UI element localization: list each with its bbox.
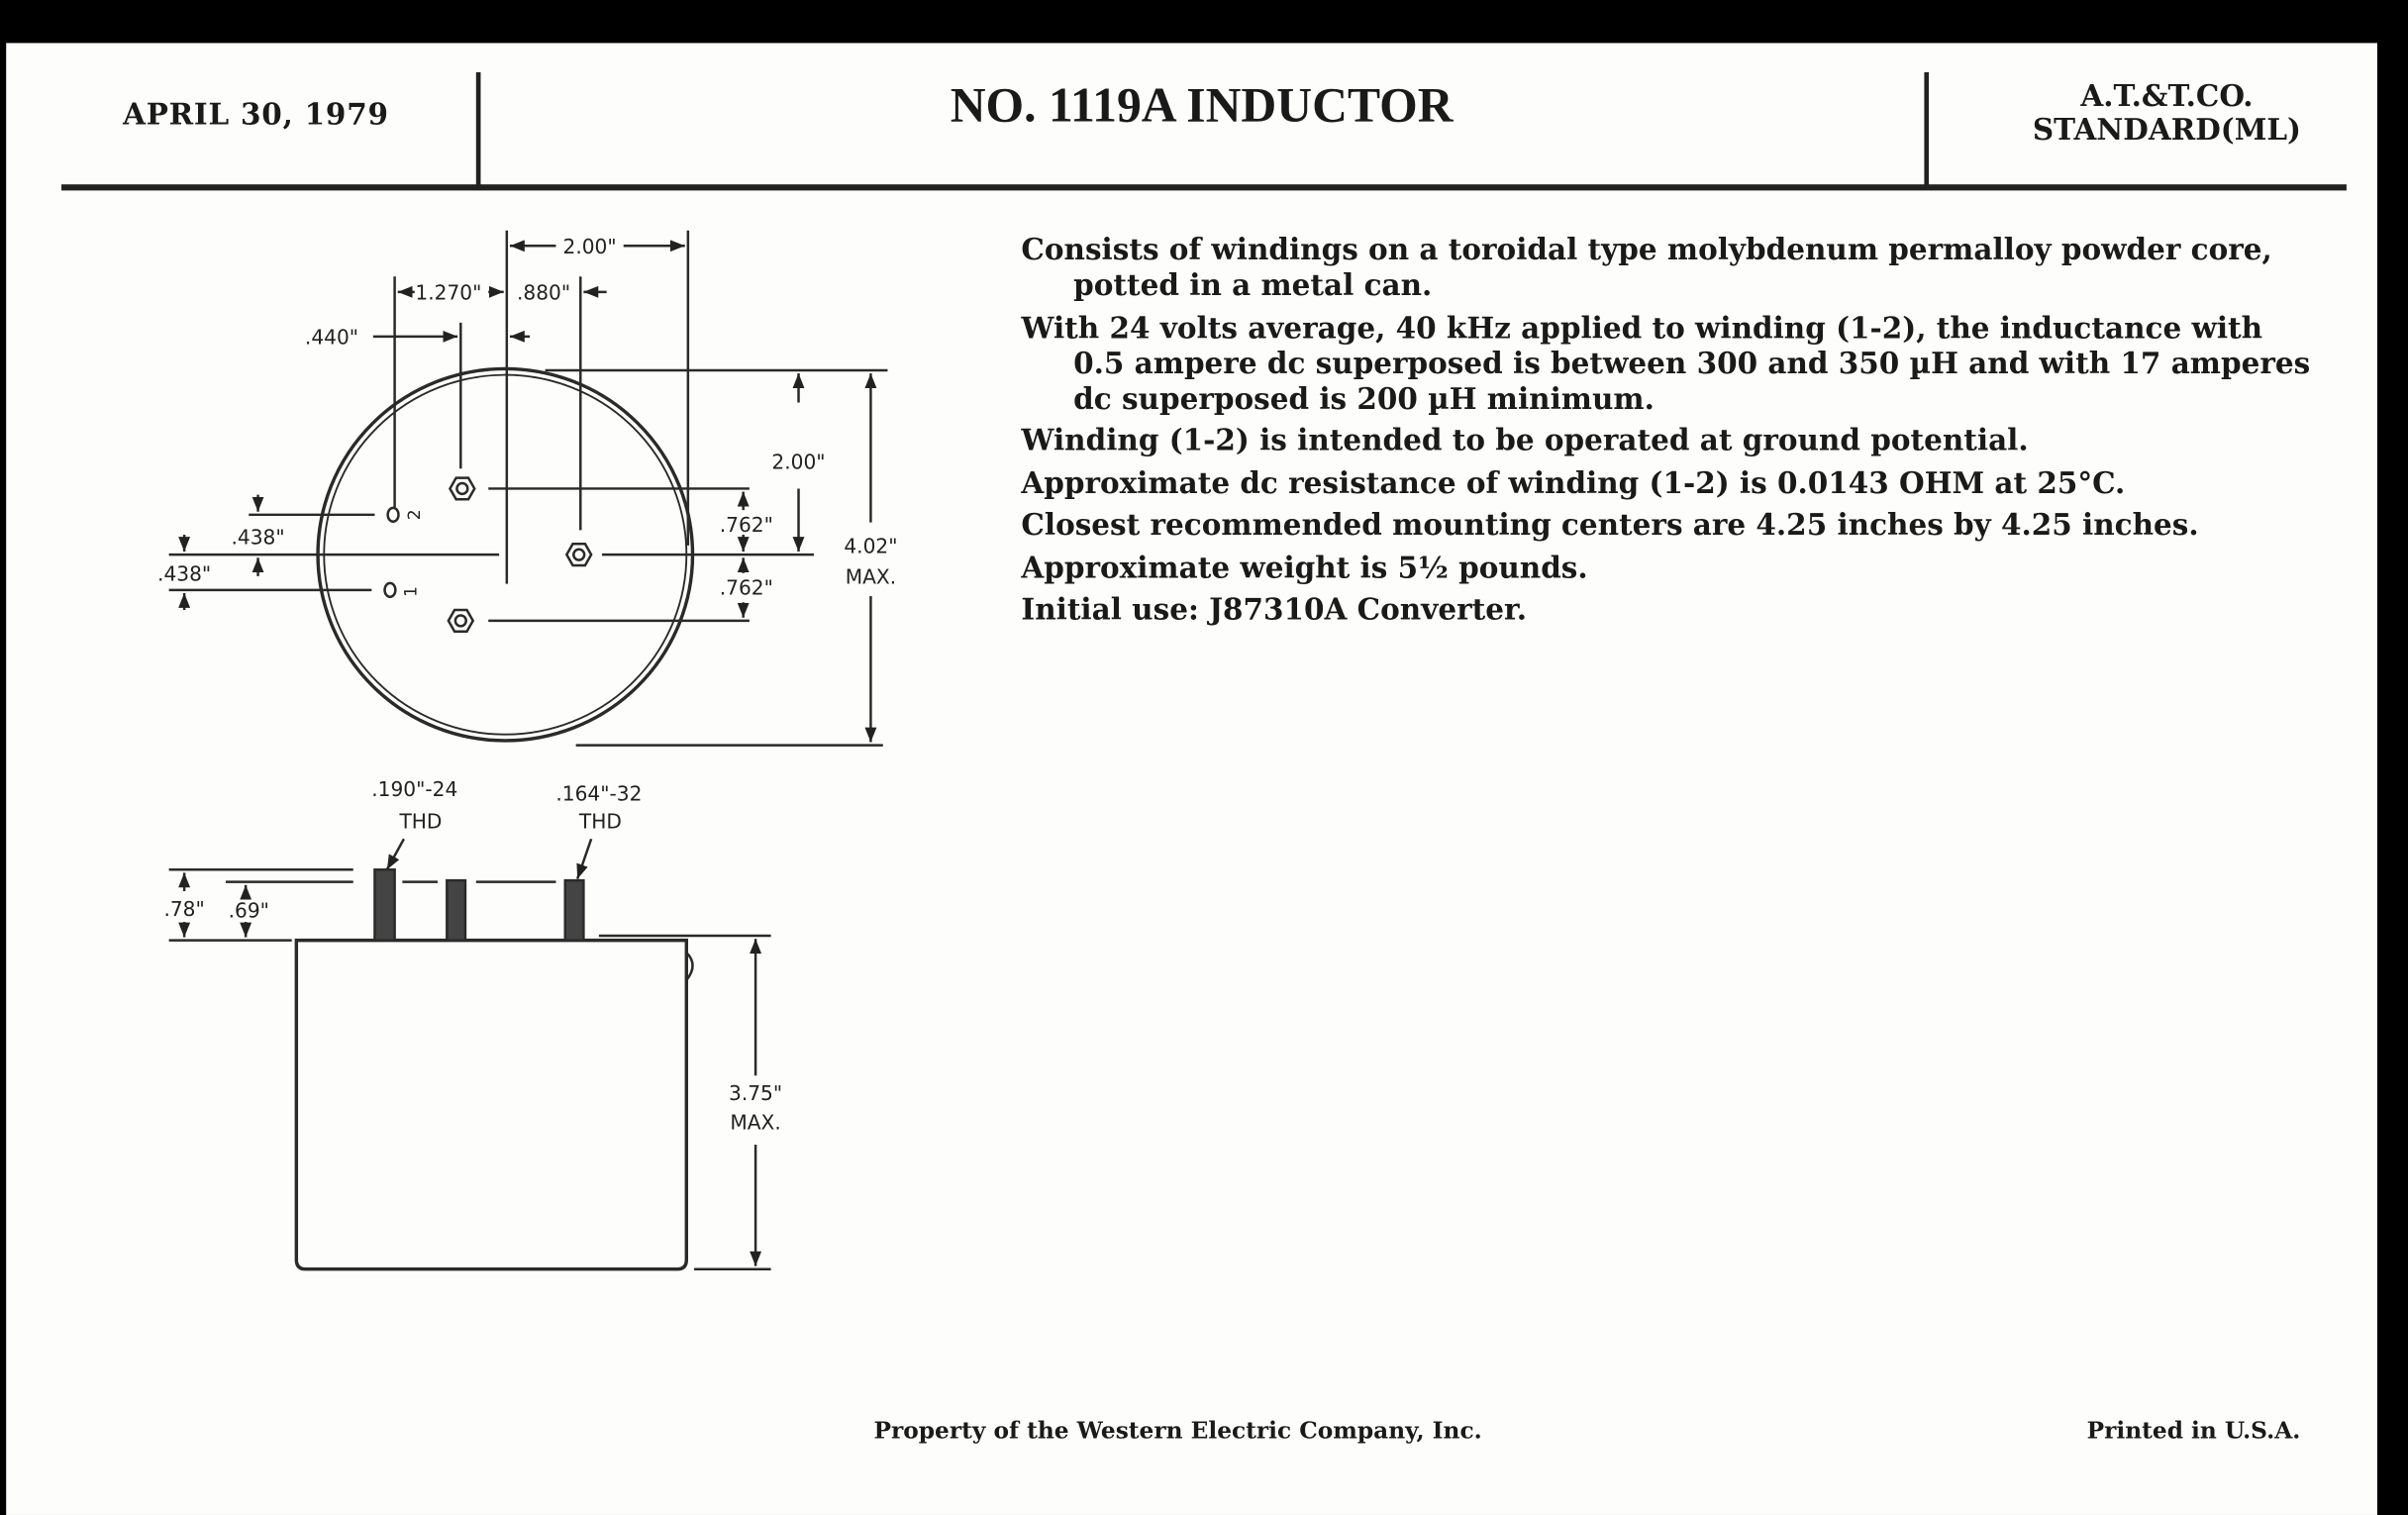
footer-printed: Printed in U.S.A. xyxy=(2086,1416,2301,1445)
spec-paragraph: Approximate dc resistance of winding (1-… xyxy=(1021,466,2310,502)
terminal-hole xyxy=(386,506,400,524)
spec-paragraph: Closest recommended mounting centers are… xyxy=(1021,509,2310,545)
dim-69: .69" xyxy=(229,898,269,922)
threaded-stud xyxy=(373,868,396,942)
hex-stud xyxy=(564,543,593,567)
spec-paragraph: Consists of windings on a toroidal type … xyxy=(1021,234,2310,304)
dim-4-02-max: MAX. xyxy=(846,565,896,589)
spec-line: Initial use: J87310A Converter. xyxy=(1021,592,1528,628)
spec-line: Approximate weight is 5½ pounds. xyxy=(1021,551,1588,585)
spec-line: Approximate dc resistance of winding (1-… xyxy=(1021,465,2126,501)
dim-440: .440" xyxy=(305,326,358,350)
header-divider xyxy=(475,71,481,186)
spec-line: potted in a metal can. xyxy=(1073,268,1433,303)
dim-2-00-top: 2.00" xyxy=(563,235,617,258)
dim-762-lower: .762" xyxy=(720,576,773,600)
spec-line: Winding (1-2) is intended to be operated… xyxy=(1021,424,2029,458)
page-title: NO. 1119A INDUCTOR xyxy=(950,76,1454,133)
dim-78: .78" xyxy=(163,897,204,921)
thread-190-thd: THD xyxy=(398,809,442,833)
dim-3-75-max: MAX. xyxy=(730,1110,780,1134)
footer-property: Property of the Western Electric Company… xyxy=(873,1416,1482,1445)
threaded-stud xyxy=(563,878,585,942)
threaded-stud xyxy=(446,878,467,942)
spec-line: Consists of windings on a toroidal type … xyxy=(1021,233,2272,267)
spec-paragraph: Winding (1-2) is intended to be operated… xyxy=(1021,424,2310,459)
dim-438-lower: .438" xyxy=(157,562,211,586)
hex-stud xyxy=(447,608,475,633)
dim-4-02: 4.02" xyxy=(844,535,897,558)
date: APRIL 30, 1979 xyxy=(123,98,389,133)
spec-line: dc superposed is 200 µH minimum. xyxy=(1073,381,1655,416)
spec-line: Closest recommended mounting centers are… xyxy=(1021,508,2199,543)
dim-762-upper: .762" xyxy=(720,513,773,537)
description: Consists of windings on a toroidal type … xyxy=(1021,234,2310,636)
spec-paragraph: Approximate weight is 5½ pounds. xyxy=(1021,551,2310,586)
terminal-hole xyxy=(383,581,397,599)
dim-2-00-right: 2.00" xyxy=(771,450,825,473)
thread-164-thd: THD xyxy=(578,809,622,833)
spec-line: 0.5 ampere dc superposed is between 300 … xyxy=(1073,346,2311,381)
dim-438-upper: .438" xyxy=(231,525,284,549)
spec-paragraph: With 24 volts average, 40 kHz applied to… xyxy=(1021,311,2310,417)
header-divider xyxy=(1924,71,1930,186)
spec-paragraph: Initial use: J87310A Converter. xyxy=(1021,593,2310,629)
terminal-2-label: 2 xyxy=(405,509,425,520)
thread-164-label: .164"-32 xyxy=(555,781,642,805)
dim-1-270: 1.270" xyxy=(415,281,481,305)
dim-880: .880" xyxy=(517,281,570,305)
thread-190-label: .190"-24 xyxy=(371,777,457,801)
standard-line-2: STANDARD(ML) xyxy=(2032,113,2302,148)
spec-line: With 24 volts average, 40 kHz applied to… xyxy=(1021,311,2263,346)
standard-label: A.T.&T.CO. STANDARD(ML) xyxy=(1938,80,2395,148)
can-side-outline xyxy=(294,938,689,1271)
dim-3-75: 3.75" xyxy=(729,1081,782,1105)
standard-line-1: A.T.&T.CO. xyxy=(2080,79,2254,114)
terminal-1-label: 1 xyxy=(402,586,422,597)
header-rule xyxy=(61,184,2347,191)
hex-stud xyxy=(449,476,476,501)
